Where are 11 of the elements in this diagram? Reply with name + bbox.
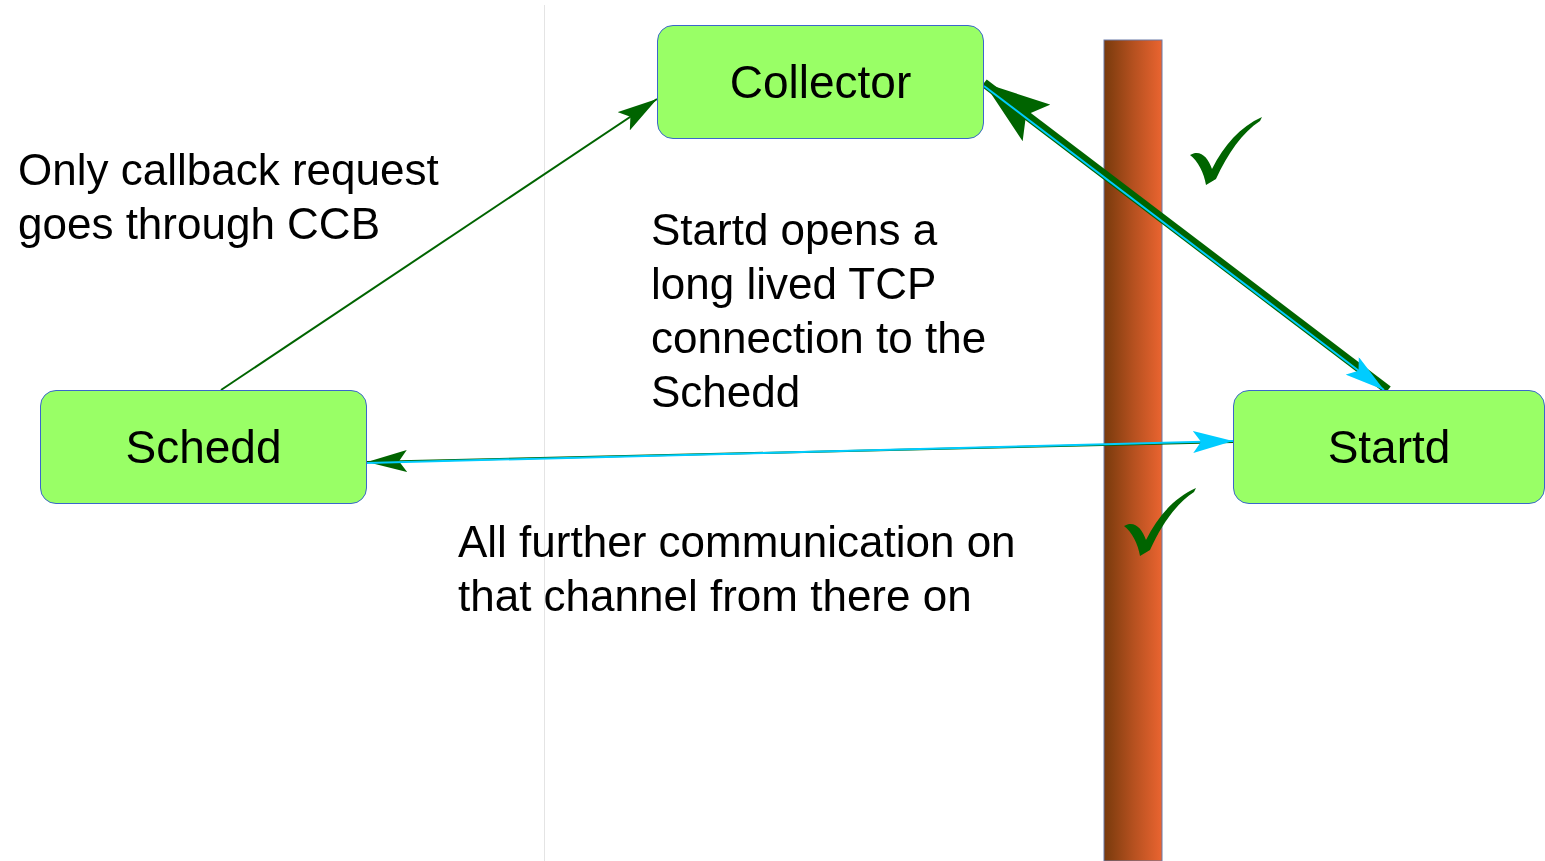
node-label: Collector [729,55,912,109]
note-text: Only callback request goes through CCB [18,144,440,250]
note-text: Startd opens a long lived TCP connection to the Schedd [651,204,988,418]
process-box [1233,390,1545,504]
process-box [657,25,984,139]
arrow [220,98,658,391]
process-box [40,390,367,504]
note-text: All further communication on that channel from there on [458,516,1017,622]
arrow [366,431,1234,464]
node-label: Schedd [125,420,282,474]
node-label: Startd [1327,420,1451,474]
